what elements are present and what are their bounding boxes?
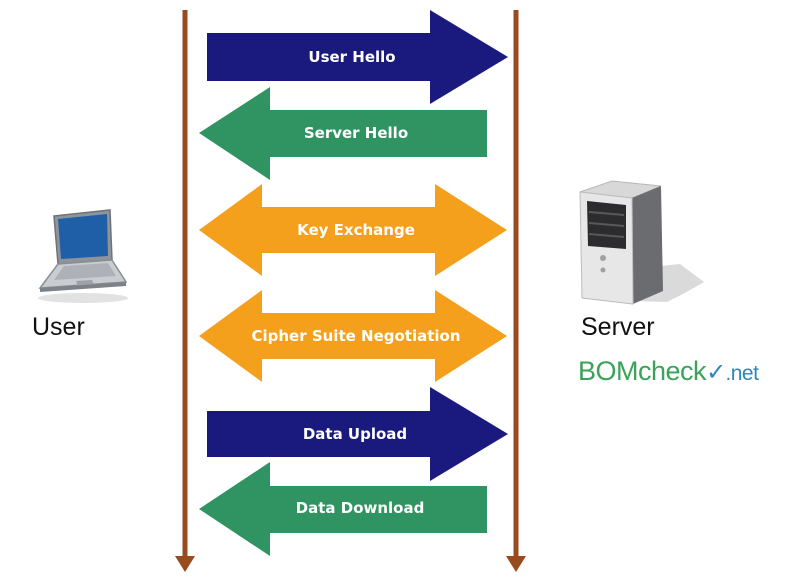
- user-label: User: [32, 313, 85, 341]
- message-user-hello: User Hello: [207, 10, 508, 104]
- user-hello-arrow: [207, 10, 508, 104]
- server-timeline: [506, 10, 526, 572]
- server-label: Server: [581, 313, 655, 341]
- server-hello-label: Server Hello: [304, 124, 408, 142]
- message-data-upload: Data Upload: [207, 387, 508, 481]
- data-download-label: Data Download: [296, 499, 425, 517]
- cipher-suite-arrow: [199, 290, 507, 382]
- laptop-icon: [28, 208, 128, 303]
- message-key-exchange: Key Exchange: [199, 184, 507, 276]
- data-upload-label: Data Upload: [303, 425, 407, 443]
- message-cipher-suite-negotiation: Cipher Suite Negotiation: [199, 290, 507, 382]
- brand-part-bom: BOM: [578, 356, 639, 386]
- key-exchange-label: Key Exchange: [297, 221, 415, 239]
- data-download-label-box: [288, 494, 412, 522]
- message-server-hello: Server Hello: [199, 87, 487, 180]
- key-exchange-arrow: [199, 184, 507, 276]
- bomcheck-logo: BOMcheck✓.net: [578, 356, 759, 386]
- data-upload-arrow: [207, 387, 508, 481]
- brand-part-net: net: [730, 362, 759, 385]
- checkmark-icon: ✓: [706, 359, 726, 386]
- brand-part-check: check: [638, 356, 707, 386]
- server-hello-arrow: [199, 87, 487, 180]
- user-timeline: [175, 10, 195, 572]
- message-data-download: Data Download: [199, 462, 487, 556]
- user-hello-label: User Hello: [308, 48, 395, 66]
- server-tower-icon: [579, 180, 704, 305]
- cipher-suite-label: Cipher Suite Negotiation: [251, 327, 460, 345]
